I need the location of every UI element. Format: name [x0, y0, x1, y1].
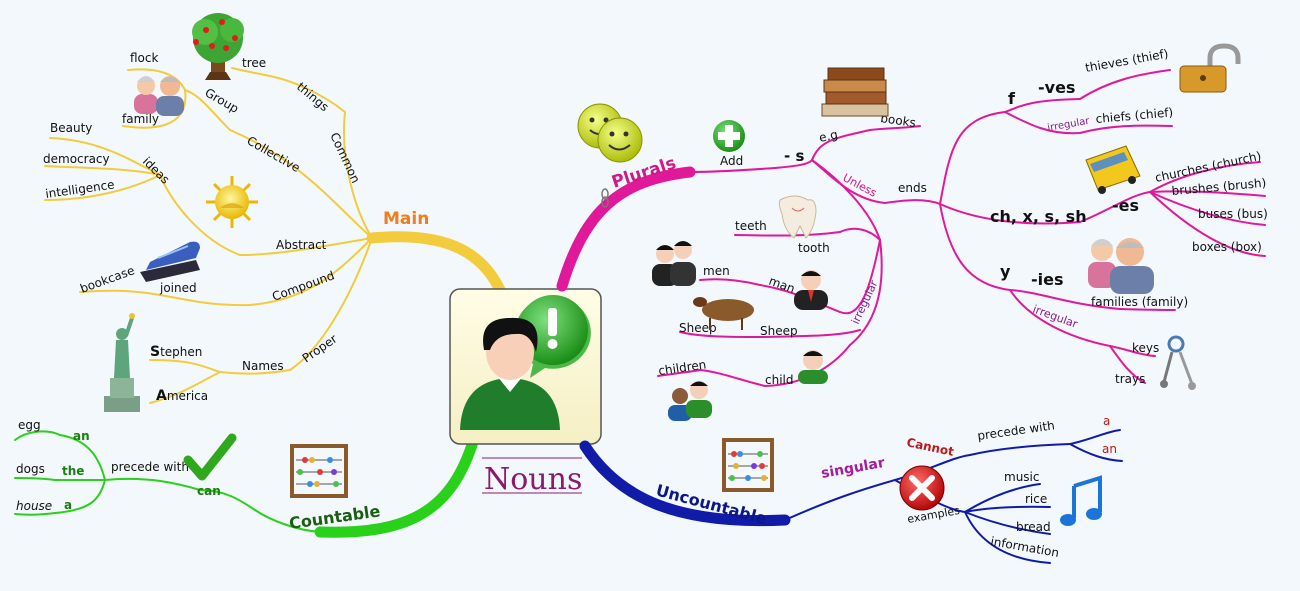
countable-branch	[14, 430, 478, 538]
buses-label: buses (bus)	[1198, 207, 1268, 221]
person-exclamation-icon	[460, 295, 591, 430]
thieves-label: thieves (thief)	[1084, 47, 1169, 75]
f-label: f	[1008, 89, 1016, 108]
article-an: an	[73, 429, 90, 443]
families-label: families (family)	[1091, 295, 1188, 309]
uncountable-precede-label: precede with	[976, 418, 1055, 443]
tooth-icon	[778, 195, 817, 239]
books-label: books	[880, 111, 917, 130]
democracy-label: democracy	[43, 152, 110, 166]
y-label: y	[1000, 262, 1011, 281]
man-icon	[794, 270, 828, 310]
boxes-label: boxes (box)	[1192, 240, 1262, 254]
children-label: children	[657, 357, 707, 378]
ies-label: -ies	[1031, 270, 1064, 289]
s-label: - s	[784, 147, 804, 165]
ch-x-s-sh-label: ch, x, s, sh	[990, 207, 1087, 226]
article-the: the	[62, 464, 84, 478]
keys-icon	[1160, 335, 1196, 390]
article-a-red: a	[1103, 414, 1110, 428]
add-plus-icon	[713, 120, 745, 152]
stapler-icon	[140, 241, 200, 282]
child-label: child	[765, 373, 794, 387]
tooth-label: tooth	[798, 241, 830, 255]
singular-label: singular	[820, 455, 886, 482]
sheep-label-1: Sheep	[679, 321, 717, 335]
uncountable-branch	[579, 429, 1123, 564]
precede-with-label: precede with	[111, 460, 189, 474]
abacus-icon	[290, 444, 348, 498]
family-icon	[134, 76, 184, 116]
compound-label: Compound	[270, 268, 336, 303]
chiefs-label: chiefs (chief)	[1095, 105, 1174, 126]
flock-label: flock	[130, 51, 158, 65]
cannot-x-icon	[899, 465, 945, 511]
irregular-label-3: irregular	[849, 278, 881, 326]
music-label: music	[1004, 470, 1039, 484]
rice-label: rice	[1025, 492, 1047, 506]
abstract-label: Abstract	[276, 238, 327, 252]
egg-label: egg	[18, 418, 41, 432]
man-label: man	[767, 274, 797, 296]
plurals-branch	[556, 69, 1266, 387]
family-couple-icon	[1088, 238, 1154, 294]
america-label: America	[156, 388, 208, 404]
proper-label: Proper	[300, 332, 340, 366]
main-branch	[44, 67, 506, 404]
tree-icon	[192, 13, 244, 80]
sun-icon	[206, 176, 258, 228]
dogs-label: dogs	[16, 462, 45, 476]
music-note-icon	[1060, 475, 1102, 526]
children-icon	[668, 381, 712, 421]
padlock-icon	[1179, 43, 1241, 93]
can-label: can	[197, 484, 221, 498]
add-label: Add	[720, 154, 743, 168]
smiley-icon	[577, 103, 643, 163]
center-node[interactable]	[449, 288, 602, 445]
sheep-icon	[693, 297, 754, 330]
keys-label: keys	[1132, 341, 1159, 355]
men-label: men	[703, 264, 730, 278]
child-icon	[798, 350, 828, 384]
cannot-label: Cannot	[905, 435, 955, 459]
article-an-red: an	[1102, 442, 1117, 456]
beauty-label: Beauty	[50, 121, 92, 135]
main-label: Main	[383, 209, 429, 229]
ves-label: -ves	[1038, 78, 1075, 97]
books-icon	[821, 67, 889, 117]
house-label: house	[16, 499, 52, 513]
joined-label: joined	[159, 281, 197, 295]
sheep-label-2: Sheep	[760, 324, 798, 338]
eg-label: e.g	[818, 127, 839, 145]
tree-label: tree	[242, 56, 266, 70]
trays-label: trays	[1115, 372, 1145, 386]
statue-of-liberty-icon	[104, 313, 140, 412]
ends-label: ends	[898, 181, 927, 195]
names-label: Names	[242, 359, 284, 373]
collective-label: Collective	[245, 133, 303, 175]
group-label: Group	[203, 85, 242, 115]
bread-label: bread	[1016, 520, 1051, 534]
es-label: -es	[1112, 196, 1139, 215]
bus-icon	[1085, 145, 1141, 194]
family-label: family	[122, 112, 159, 126]
information-label: information	[989, 534, 1060, 560]
things-label: things	[294, 80, 331, 115]
center-title: Nouns	[484, 462, 582, 497]
link-icon	[601, 188, 609, 208]
article-a: a	[64, 498, 72, 512]
abacus-icon-2	[722, 438, 774, 492]
teeth-label: teeth	[735, 219, 767, 233]
stephen-label: Stephen	[150, 344, 202, 360]
men-icon	[652, 241, 696, 286]
checkmark-icon	[183, 433, 237, 481]
